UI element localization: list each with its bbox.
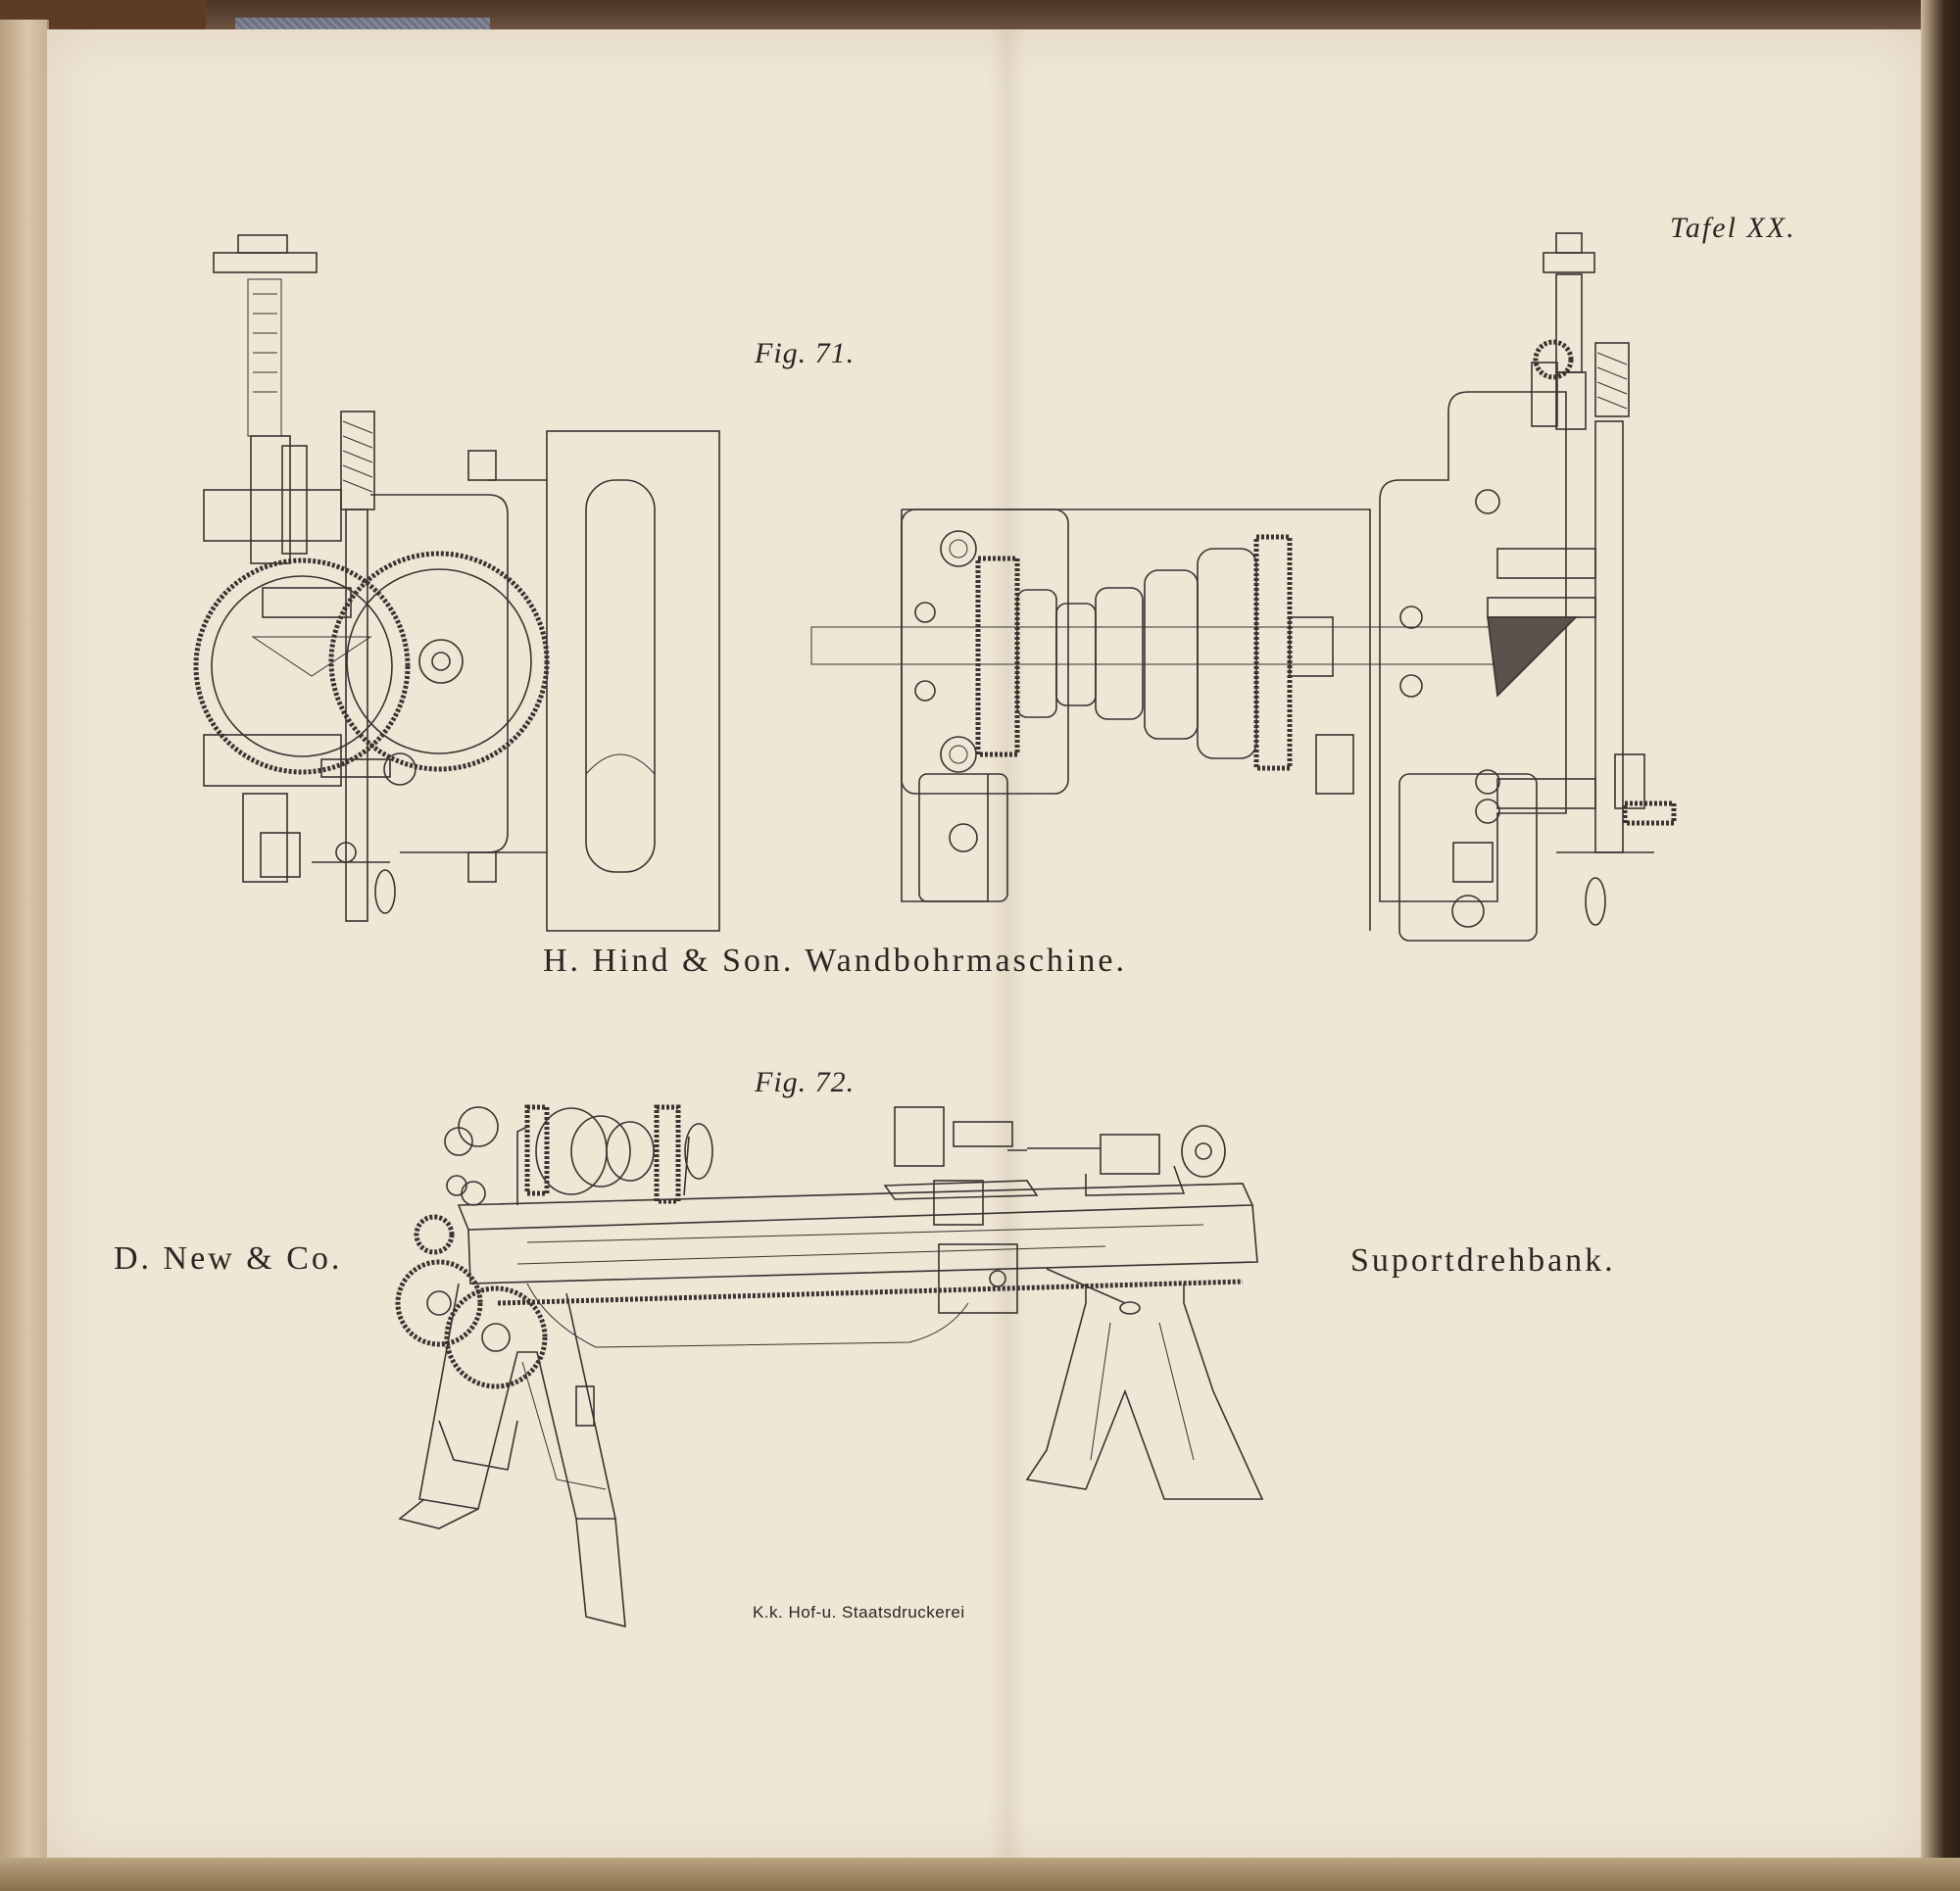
wall-drill-side-view xyxy=(193,234,720,932)
lathe-drawing xyxy=(395,1104,1264,1628)
fig-72-caption: Suportdrehbank. xyxy=(1350,1242,1616,1279)
left-page-edge xyxy=(0,20,49,1871)
fig-71-caption: H. Hind & Son. Wandbohrmaschine. xyxy=(543,943,1127,979)
fig-72-maker: D. New & Co. xyxy=(114,1240,343,1277)
plate-number: Tafel XX. xyxy=(1670,212,1796,244)
printer-imprint: K.k. Hof-u. Staatsdruckerei xyxy=(753,1603,965,1622)
book-top-edge xyxy=(206,0,1960,39)
book-bottom-edge xyxy=(0,1858,1960,1891)
fig-72-label: Fig. 72. xyxy=(755,1066,856,1098)
wall-drill-front-view xyxy=(810,232,1677,942)
book-right-edge xyxy=(1921,0,1960,1891)
fig-71-label: Fig. 71. xyxy=(755,337,856,369)
page-gutter xyxy=(988,29,1027,1862)
plate-page: Tafel XX. Fig. 71. xyxy=(47,29,1921,1862)
